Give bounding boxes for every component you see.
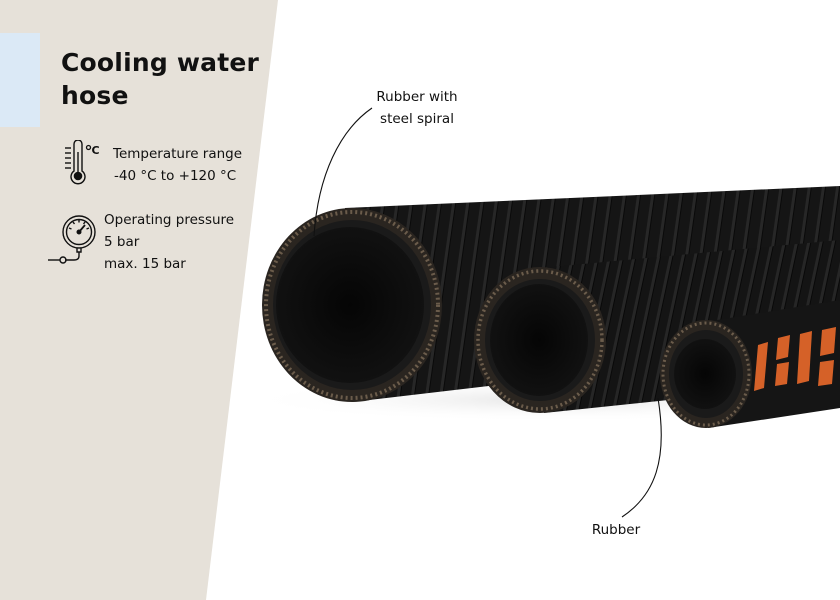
svg-text:C: C: [92, 144, 100, 157]
callout-top-line1: Rubber with: [376, 89, 458, 105]
callout-top-line2: steel spiral: [380, 111, 454, 127]
pressure-value: 5 bar: [104, 234, 140, 250]
callout-rubber: Rubber: [591, 522, 641, 538]
page-title: Cooling water hose: [61, 48, 260, 110]
accent-tab: [0, 33, 40, 127]
temperature-label: Temperature range: [113, 146, 243, 162]
thermometer-celsius-icon: C: [65, 140, 100, 185]
pressure-spec: Operating pressure 5 bar max. 15 bar: [104, 209, 234, 275]
pressure-label: Operating pressure: [104, 212, 235, 228]
pressure-gauge-icon: [48, 215, 96, 264]
pressure-max: max. 15 bar: [104, 256, 186, 272]
callout-rubber-steel-spiral: Rubber with steel spiral: [362, 86, 472, 130]
temperature-value: -40 °C to +120 °C: [114, 168, 237, 184]
temperature-spec: Temperature range -40 °C to +120 °C: [113, 143, 242, 187]
